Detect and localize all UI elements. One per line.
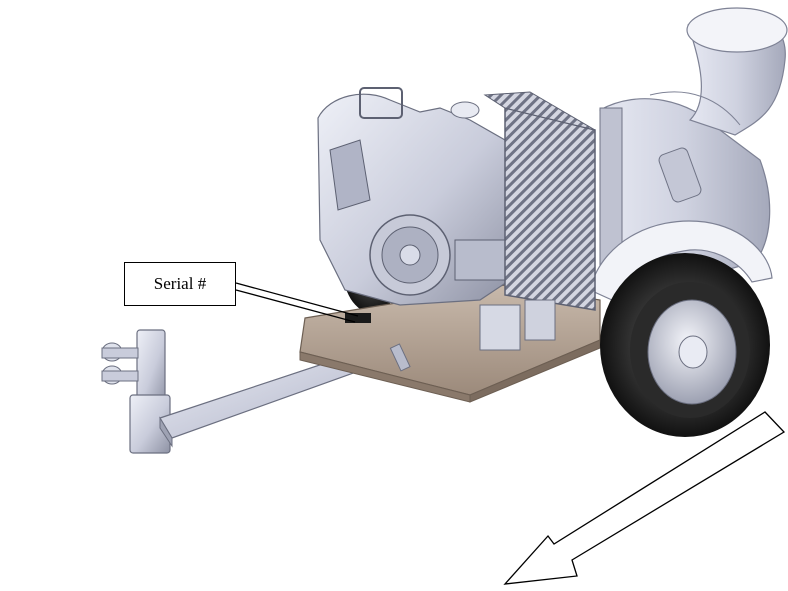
tow-hitch bbox=[101, 329, 171, 454]
front-wheel bbox=[600, 253, 770, 437]
guard-mesh bbox=[483, 91, 596, 311]
deck-brackets bbox=[389, 299, 556, 372]
serial-callout-label: Serial # bbox=[124, 262, 236, 306]
engine bbox=[317, 87, 511, 306]
serial-plate bbox=[345, 313, 371, 323]
arrow-down-left-icon bbox=[503, 411, 786, 585]
serial-leader-lines bbox=[235, 282, 359, 323]
